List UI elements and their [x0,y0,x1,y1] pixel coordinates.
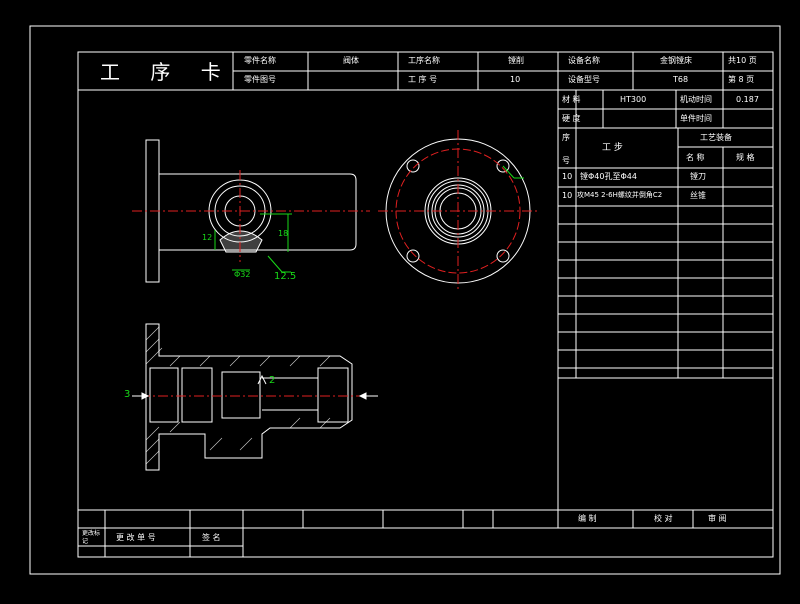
step-row-1-tool: 镗刀 [690,172,706,181]
section-hatching [145,326,331,465]
checked-label: 校 对 [654,514,673,523]
equipment-name-label: 设备名称 [568,56,600,65]
front-view-dimension [502,165,524,179]
step-row-2-text: 攻M45 2-6H螺纹并倒角C2 [577,191,663,199]
section-arrows [132,374,378,400]
inner-frame [77,51,774,558]
step-row-1-no: 10 [562,172,573,181]
dim-right-label: 18 [278,229,289,238]
prepared-label: 编 制 [578,514,597,523]
change-mark-label: 更改标记 [82,530,101,545]
side-view-dimensions [214,213,292,273]
dim-left-label: 12 [202,233,213,242]
side-view-centerlines [132,170,370,262]
process-name-value: 镗削 [508,56,524,65]
equipment-model-value: T68 [673,75,689,84]
step-row-2-tool: 丝锥 [690,191,706,200]
step-row-2-no: 10 [562,191,573,200]
hardness-label: 硬 度 [562,114,581,123]
section-label-a: 3 [124,389,131,400]
equipment-label: 工艺装备 [700,133,732,142]
tool-name-label: 名 称 [686,153,705,162]
seq-label-bottom: 号 [562,156,570,165]
material-label: 材 料 [562,95,581,104]
process-no-value: 10 [510,75,521,84]
material-value: HT300 [620,95,647,104]
equipment-model-label: 设备型号 [568,75,600,84]
section-view [145,323,353,471]
front-view-centerlines [378,130,538,290]
unit-time-label: 单件时间 [680,114,712,123]
sign-label: 签 名 [202,533,221,542]
part-name-value: 阀体 [343,56,359,65]
equipment-name-value: 金钢镗床 [660,56,692,65]
approved-label: 审 阅 [708,514,727,523]
part-no-label: 零件图号 [244,75,276,84]
part-name-label: 零件名称 [244,56,276,65]
process-no-label: 工 序 号 [408,75,438,84]
dim-roughness-label: 12.5 [274,271,297,282]
outer-frame [29,25,781,575]
page-number: 第 8 页 [728,75,755,84]
change-no-label: 更 改 单 号 [116,533,156,542]
section-label-b: 2 [269,375,276,386]
seq-label-top: 序 [562,133,570,142]
dim-diameter-label: Φ32 [234,270,251,279]
process-name-label: 工序名称 [408,56,440,65]
step-label: 工 步 [602,143,623,153]
machine-time-label: 机动时间 [680,95,712,104]
card-title: 工 序 卡 [100,60,233,84]
machine-time-value: 0.187 [736,95,759,104]
step-row-1-text: 镗Φ40孔至Φ44 [580,172,637,181]
total-pages: 共10 页 [728,56,757,65]
tool-spec-label: 规 格 [736,153,755,162]
